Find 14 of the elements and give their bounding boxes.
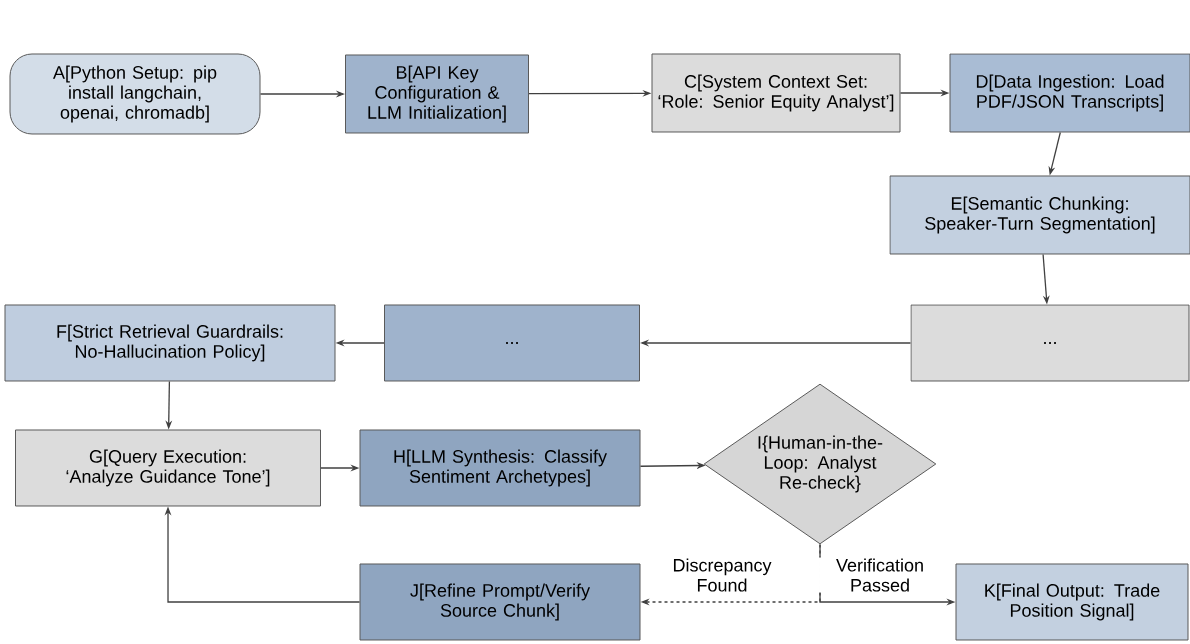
edge-label: Discrepancy Found xyxy=(673,558,772,592)
process-box: H[LLM Synthesis: Classify Sentiment Archetypes] xyxy=(359,429,641,507)
process-box: ... xyxy=(384,304,640,382)
process-box: J[Refine Prompt/Verify Source Chunk] xyxy=(359,563,641,641)
process-box: G[Query Execution: ‘Analyze Guidance Tone’] xyxy=(15,429,321,507)
process-box: K[Final Output: Trade Position Signal] xyxy=(955,563,1189,641)
process-box: D[Data Ingestion: Load PDF/JSON Transcripts] xyxy=(949,53,1190,133)
process-box: B[API Key Configuration & LLM Initialization] xyxy=(345,54,529,134)
process-box: C[System Context Set: ‘Role: Senior Equity Analyst’] xyxy=(651,53,901,133)
process-box: F[Strict Retrieval Guardrails: No-Hallucination Policy] xyxy=(4,304,336,382)
process-box: E[Semantic Chunking: Speaker-Turn Segmentation] xyxy=(889,175,1190,255)
rounded-box: A[Python Setup: pip install langchain, openai, chromadb] xyxy=(9,53,261,135)
edge-label: Verification Passed xyxy=(836,558,923,592)
process-box: ... xyxy=(910,304,1190,382)
